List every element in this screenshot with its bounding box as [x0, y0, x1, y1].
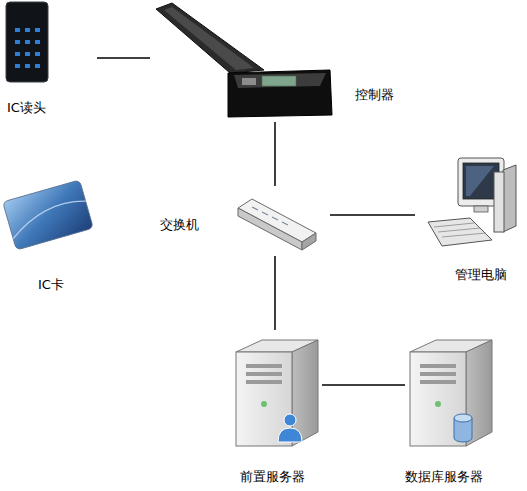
reader-key: [15, 64, 20, 68]
network-link: [330, 214, 415, 216]
server-led: [435, 401, 441, 407]
server-bay: [420, 372, 456, 376]
controller-board: [262, 76, 296, 86]
server-bays: [246, 364, 282, 384]
controller-lid: [156, 3, 264, 73]
reader-key: [35, 28, 40, 32]
keyboard-row: [442, 233, 486, 237]
reader-keypad: [15, 28, 40, 68]
server-bay: [246, 364, 282, 368]
pc-tower-side: [503, 165, 516, 232]
controller-body: [228, 70, 332, 117]
ic-card: IC卡: [5, 178, 93, 250]
device-label: 控制器: [355, 87, 394, 103]
switch-side: [302, 233, 316, 250]
reader-key: [25, 64, 30, 68]
reader-body: [6, 2, 48, 82]
user-icon-head: [284, 414, 296, 426]
switch-port: [262, 212, 268, 215]
switch-front: [238, 208, 302, 250]
pc-tower: [494, 172, 504, 232]
reader-key: [25, 28, 30, 32]
reader-key: [35, 64, 40, 68]
device-label: 前置服务器: [240, 469, 305, 485]
switch-port: [252, 207, 258, 210]
reader-key: [35, 52, 40, 56]
controller-lid-inner: [164, 7, 254, 70]
reader-key: [35, 40, 40, 44]
switch-ports: [252, 207, 288, 225]
front-server: 前置服务器: [230, 330, 322, 448]
management-pc: 管理电脑: [415, 155, 520, 255]
user-icon-body: [278, 428, 302, 442]
server-bays: [420, 364, 456, 384]
pc-keyboard-keys: [434, 223, 486, 237]
server-led: [261, 401, 267, 407]
reader-key: [25, 40, 30, 44]
switch-port: [282, 222, 288, 225]
database-icon-top: [454, 414, 472, 422]
device-label: 交换机: [160, 217, 199, 233]
reader-key: [25, 52, 30, 56]
server-bay: [420, 364, 456, 368]
reader-key: [15, 28, 20, 32]
card-reader: IC读头: [5, 2, 97, 84]
server-bay: [246, 372, 282, 376]
server-bay: [420, 380, 456, 384]
device-label: 管理电脑: [455, 267, 507, 283]
controller-opening: [234, 73, 326, 88]
switch-port: [272, 217, 278, 220]
keyboard-row: [434, 223, 474, 227]
card-illustration: [3, 180, 94, 250]
network-link: [274, 122, 276, 186]
reader-key: [15, 40, 20, 44]
network-link: [274, 256, 276, 330]
database-server: 数据库服务器: [405, 340, 500, 448]
controller-module: [242, 78, 256, 85]
device-label: 数据库服务器: [405, 469, 483, 485]
controller: 控制器: [150, 0, 332, 122]
pc-keyboard: [428, 218, 492, 246]
server-bay: [246, 380, 282, 384]
network-switch: 交换机: [236, 186, 330, 256]
reader-key: [15, 52, 20, 56]
pc-screen-glare: [466, 166, 494, 196]
keyboard-row: [438, 228, 480, 232]
device-label: IC卡: [38, 277, 64, 293]
card-swoosh: [8, 198, 90, 239]
network-link: [322, 384, 405, 386]
pc-stand: [474, 206, 488, 212]
network-link: [97, 57, 150, 59]
device-label: IC读头: [7, 100, 46, 116]
card-body: [3, 180, 94, 250]
